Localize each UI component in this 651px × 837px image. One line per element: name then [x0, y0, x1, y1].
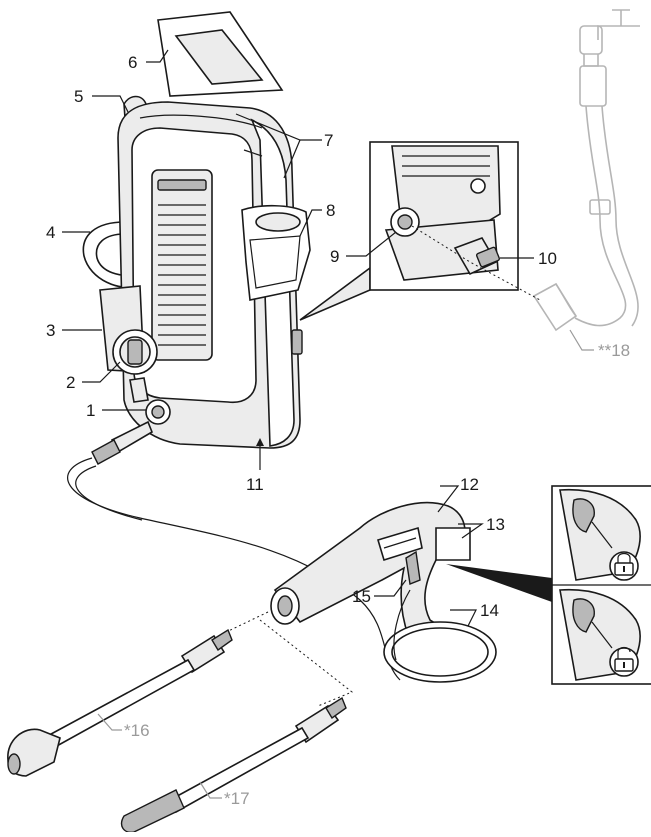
brand-plate — [157, 179, 207, 191]
label-1: 1 — [86, 401, 95, 420]
spray-lance-17 — [120, 696, 347, 833]
leader-lines — [62, 49, 594, 799]
label-6: 6 — [128, 53, 137, 72]
label-10: 10 — [538, 249, 557, 268]
label-8: 8 — [326, 201, 335, 220]
spray-lance-16 — [7, 628, 233, 777]
trigger-gun — [270, 501, 471, 642]
label-14: 14 — [480, 601, 499, 620]
label-15: 15 — [352, 587, 371, 606]
label-17: *17 — [224, 789, 250, 808]
pressure-washer-body — [82, 95, 311, 449]
label-5: 5 — [74, 87, 83, 106]
label-11: 11 — [246, 475, 264, 494]
inlet-detail-inset — [299, 141, 519, 321]
trigger-lock-inset — [446, 485, 651, 685]
label-16: *16 — [124, 721, 150, 740]
high-pressure-hose — [67, 420, 401, 681]
water-tap-hose — [574, 9, 640, 327]
hose-quick-coupling-18 — [532, 282, 578, 332]
label-18: **18 — [598, 341, 630, 360]
label-13: 13 — [486, 515, 505, 534]
label-2: 2 — [66, 373, 75, 392]
label-9: 9 — [330, 247, 339, 266]
label-4: 4 — [46, 223, 55, 242]
label-3: 3 — [46, 321, 55, 340]
lock-closed-icon — [609, 551, 639, 581]
lock-open-icon — [609, 646, 639, 677]
high-pressure-hose-coil-14 — [383, 589, 497, 683]
hose-coupling-10 — [453, 237, 500, 276]
label-7: 7 — [324, 131, 333, 150]
label-12: 12 — [460, 475, 479, 494]
accessory-holder-6 — [157, 11, 284, 97]
callout-labels: 6 5 7 8 4 9 10 3 **18 2 1 11 12 13 15 14… — [46, 53, 630, 808]
